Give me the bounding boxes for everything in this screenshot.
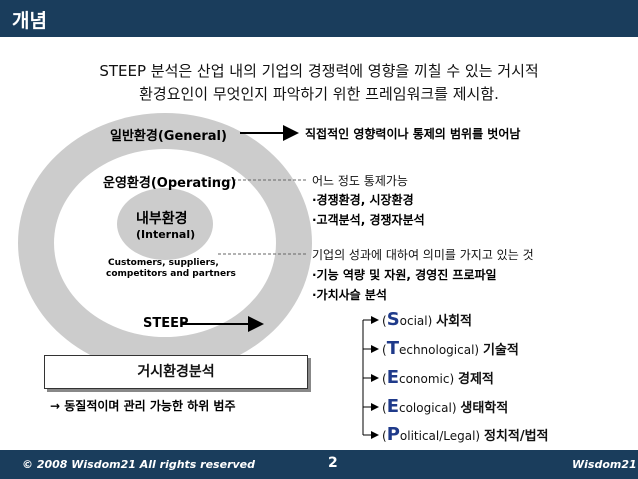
category-social: (Social) 사회적 <box>382 309 472 330</box>
partners-line-2: competitors and partners <box>106 269 236 279</box>
operating-desc: 어느 정도 통제가능 <box>312 174 408 188</box>
category-open-paren: ( <box>382 343 387 357</box>
category-en: olitical/Legal) <box>399 429 481 443</box>
category-open-paren: ( <box>382 372 387 386</box>
category-economic: (Economic) 경제적 <box>382 367 494 388</box>
operating-env-label: 운영환경(Operating) <box>103 176 237 191</box>
steep-label: STEEP <box>143 316 189 331</box>
internal-env-label: 내부환경 <box>136 211 188 227</box>
category-initial: T <box>386 338 399 359</box>
category-initial: S <box>386 309 400 330</box>
general-desc: 직접적인 영향력이나 통제의 범위를 벗어남 <box>305 127 521 141</box>
macro-analysis-box: 거시환경분석 <box>44 355 308 389</box>
footer-brand: Wisdom21 <box>572 458 637 471</box>
footer-copyright: © 2008 Wisdom21 All rights reserved <box>22 458 255 471</box>
category-ko: 기술적 <box>482 343 519 358</box>
internal-bullet-1: ·기능 역량 및 자원, 경영진 프로파일 <box>312 268 497 282</box>
partners-line-1: Customers, suppliers, <box>108 258 219 268</box>
category-ko: 정치적/법적 <box>483 429 549 444</box>
inner-ring <box>117 188 213 260</box>
category-en: echnological) <box>398 343 480 357</box>
general-env-label: 일반환경(General) <box>110 129 227 144</box>
category-en: cological) <box>398 401 457 415</box>
internal-desc: 기업의 성과에 대하여 의미를 가지고 있는 것 <box>312 248 534 262</box>
category-initial: P <box>386 424 400 445</box>
category-en: ocial) <box>399 314 433 328</box>
category-initial: E <box>386 367 399 388</box>
header-bar: 개념 <box>0 0 638 37</box>
category-open-paren: ( <box>382 314 387 328</box>
operating-bullet-2: ·고객분석, 경쟁자분석 <box>312 213 425 227</box>
category-ecological: (Ecological) 생태학적 <box>382 396 508 417</box>
category-ko: 생태학적 <box>460 401 509 416</box>
intro-line-2: 환경요인이 무엇인지 파악하기 위한 프레임워크를 제시함. <box>139 85 499 103</box>
footer-bar: © 2008 Wisdom21 All rights reserved 2 Wi… <box>0 450 638 479</box>
category-initial: E <box>386 396 399 417</box>
slide-title: 개념 <box>12 10 47 32</box>
intro-line-1: STEEP 분석은 산업 내의 기업의 경쟁력에 영향을 끼칠 수 있는 거시적 <box>99 62 539 80</box>
internal-bullet-2: ·가치사슬 분석 <box>312 288 387 302</box>
internal-env-sublabel: (Internal) <box>136 228 196 241</box>
category-open-paren: ( <box>382 429 387 443</box>
category-ko: 사회적 <box>436 314 473 329</box>
page-number: 2 <box>328 455 338 471</box>
category-ko: 경제적 <box>458 372 494 387</box>
operating-bullet-1: ·경쟁환경, 시장환경 <box>312 193 414 207</box>
category-open-paren: ( <box>382 401 387 415</box>
category-technological: (Technological) 기술적 <box>382 338 519 359</box>
category-en: conomic) <box>398 372 455 386</box>
macro-note: → 동질적이며 관리 가능한 하위 범주 <box>50 399 236 413</box>
category-political: (Political/Legal) 정치적/법적 <box>382 424 549 445</box>
